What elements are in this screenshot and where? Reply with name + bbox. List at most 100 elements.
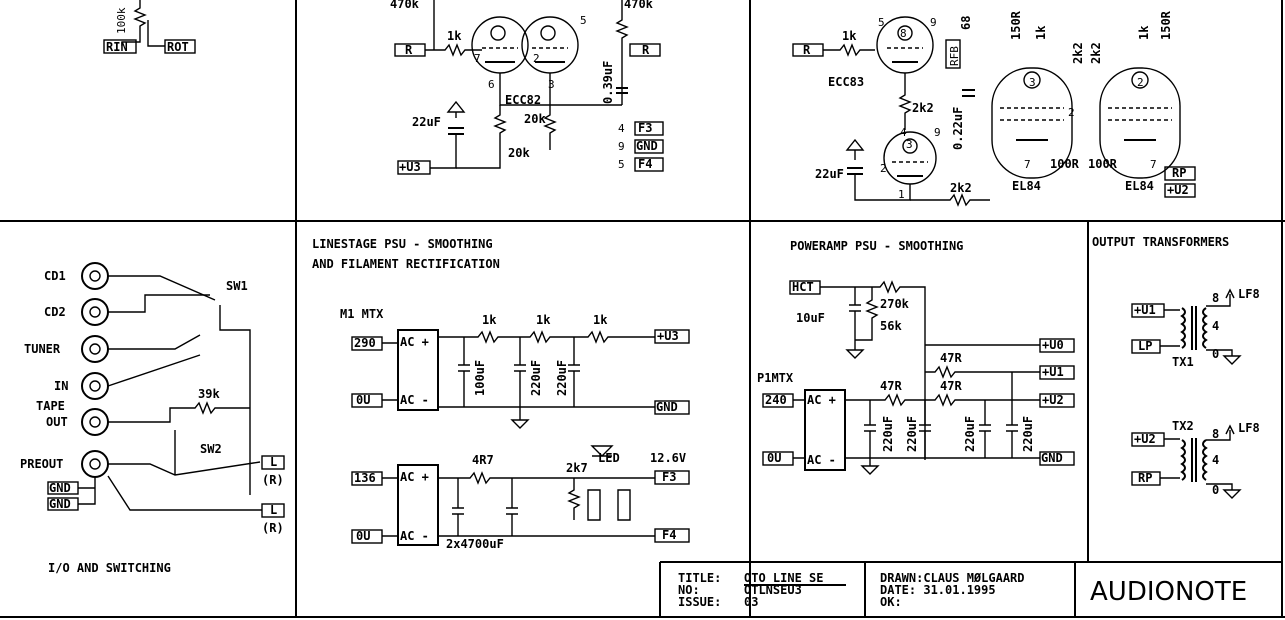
tx1-p8: 8	[1212, 291, 1219, 305]
f4-label: F4	[638, 157, 652, 171]
cap-pa-2: 220uF	[905, 416, 919, 452]
pin-3b: 3	[906, 138, 913, 151]
gnd-label-2: GND	[49, 497, 71, 511]
r100r-a: 100R	[1050, 157, 1080, 171]
in-0u-label-1: 0U	[356, 393, 370, 407]
jack-tuner-label: TUNER	[24, 342, 61, 356]
gnd-pa: GND	[1041, 451, 1063, 465]
r100r-b: 100R	[1088, 157, 1118, 171]
r20k-b: 20k	[508, 146, 530, 160]
pin-6: 6	[488, 78, 495, 91]
cap-22uF-b: 22uF	[815, 167, 844, 181]
r1k-b: 1k	[1137, 25, 1151, 40]
issue-label: ISSUE:	[678, 595, 721, 609]
pin-2: 2	[533, 52, 540, 65]
in-0u-label-2: 0U	[356, 529, 370, 543]
output-tx-title: OUTPUT TRANSFORMERS	[1092, 235, 1229, 249]
io-title: I/O AND SWITCHING	[48, 561, 171, 575]
ok-field: OK:	[880, 595, 902, 609]
r2k2-bottom: 2k2	[950, 181, 972, 195]
gnd-label-1: GND	[49, 481, 71, 495]
cap-pa-3: 220uF	[963, 416, 977, 452]
el84-pin-7a: 7	[1024, 158, 1031, 171]
tx2-rp-label: RP	[1138, 471, 1152, 485]
io-switching-panel: CD1 CD2 TUNER IN TAPE OUT PREOUT SW1 39k…	[20, 262, 285, 575]
in-136-label: 136	[354, 471, 376, 485]
r47r-b: 47R	[880, 379, 902, 393]
tx2-out: LF8	[1238, 421, 1260, 435]
el84-pin-2b: 2	[1137, 76, 1144, 89]
r39k-label: 39k	[198, 387, 220, 401]
u2-label: +U2	[1167, 183, 1189, 197]
pin-4: 4	[618, 122, 625, 135]
v12-label: 12.6V	[650, 451, 686, 465]
out-r-label-2: (R)	[262, 521, 284, 535]
title-block: TITLE: OTO LINE SE NO: OTLNSEU3 ISSUE: 0…	[678, 571, 1247, 609]
p1mtx-label: P1MTX	[757, 371, 794, 385]
r2k2-b: 2k2	[1089, 42, 1103, 64]
ac-plus-label-2: AC +	[400, 470, 429, 484]
r47r-c: 47R	[940, 379, 962, 393]
pin-4b: 4	[900, 126, 907, 139]
el84-a-label: EL84	[1012, 179, 1041, 193]
pin-9: 9	[618, 140, 625, 153]
r56k-label: 56k	[880, 319, 902, 333]
pin-5: 5	[580, 14, 587, 27]
top-left-panel: 100k RIN ROT	[103, 0, 196, 54]
tx1-in-label: +U1	[1134, 303, 1156, 317]
cap-pa-4: 220uF	[1021, 416, 1035, 452]
drawing-date: DATE: 31.01.1995	[880, 583, 996, 597]
ac-minus-pa: AC -	[807, 453, 836, 467]
r1k-ls-1: 1k	[482, 313, 497, 327]
f3-ls-label: F3	[662, 470, 676, 484]
out-u0: +U0	[1042, 338, 1064, 352]
cap-22uF-label: 22uF	[412, 115, 441, 129]
title-value: OTO LINE SE	[744, 571, 823, 585]
ac-plus-pa: AC +	[807, 393, 836, 407]
resistor-100k-label: 100k	[115, 7, 128, 34]
out-l-label-1: L	[270, 455, 277, 469]
ecc83-pin-8: 8	[900, 27, 907, 40]
ac-plus-label-1: AC +	[400, 335, 429, 349]
audionote-logo: AUDIONOTE	[1090, 577, 1247, 607]
output-transformers-panel: OUTPUT TRANSFORMERS +U1 LP TX1 8 4 0 LF8…	[1092, 235, 1260, 499]
pin-9b: 9	[934, 126, 941, 139]
jack-cd1-label: CD1	[44, 269, 66, 283]
led-label: LED	[598, 451, 620, 465]
pin-7: 7	[474, 52, 481, 65]
r1k-grid: 1k	[447, 29, 462, 43]
out-r-label-1: (R)	[262, 473, 284, 487]
gnd-ls-label: GND	[656, 400, 678, 414]
tx2-name: TX2	[1172, 419, 1194, 433]
in-290-label: 290	[354, 336, 376, 350]
gnd-label: GND	[636, 139, 658, 153]
cap-0.22uF: 0.22uF	[951, 107, 965, 150]
jack-preout-label: PREOUT	[20, 457, 63, 471]
tx2-p4: 4	[1212, 453, 1219, 467]
r470k-right: 470k	[624, 0, 654, 11]
el84-pin-7b: 7	[1150, 158, 1157, 171]
r20k-a: 20k	[524, 112, 546, 126]
ecc82-label: ECC82	[505, 93, 541, 107]
r1k-a: 1k	[1034, 25, 1048, 40]
tx1-out: LF8	[1238, 287, 1260, 301]
cap-220uF-2: 220uF	[555, 360, 569, 396]
hct-label: HCT	[792, 280, 814, 294]
rp-label: RP	[1172, 166, 1186, 180]
el84-pin-2a: 2	[1068, 106, 1075, 119]
rin-label: RIN	[106, 40, 128, 54]
poweramp-psu-panel: POWERAMP PSU - SMOOTHING HCT 270k 56k 10…	[757, 239, 1075, 475]
out-u1: +U1	[1042, 365, 1064, 379]
in-240-label: 240	[765, 393, 787, 407]
drawn-by: DRAWN:CLAUS MØLGAARD	[880, 571, 1025, 585]
c10uF-label: 10uF	[796, 311, 825, 325]
jack-tape-label: TAPE	[36, 399, 65, 413]
ac-minus-label-2: AC -	[400, 529, 429, 543]
rfb-label: RFB	[948, 46, 961, 66]
in-0u-pa: 0U	[767, 451, 781, 465]
linestage-title-2: AND FILAMENT RECTIFICATION	[312, 257, 500, 271]
no-label: NO:	[678, 583, 700, 597]
out-u3-label: +U3	[657, 329, 679, 343]
